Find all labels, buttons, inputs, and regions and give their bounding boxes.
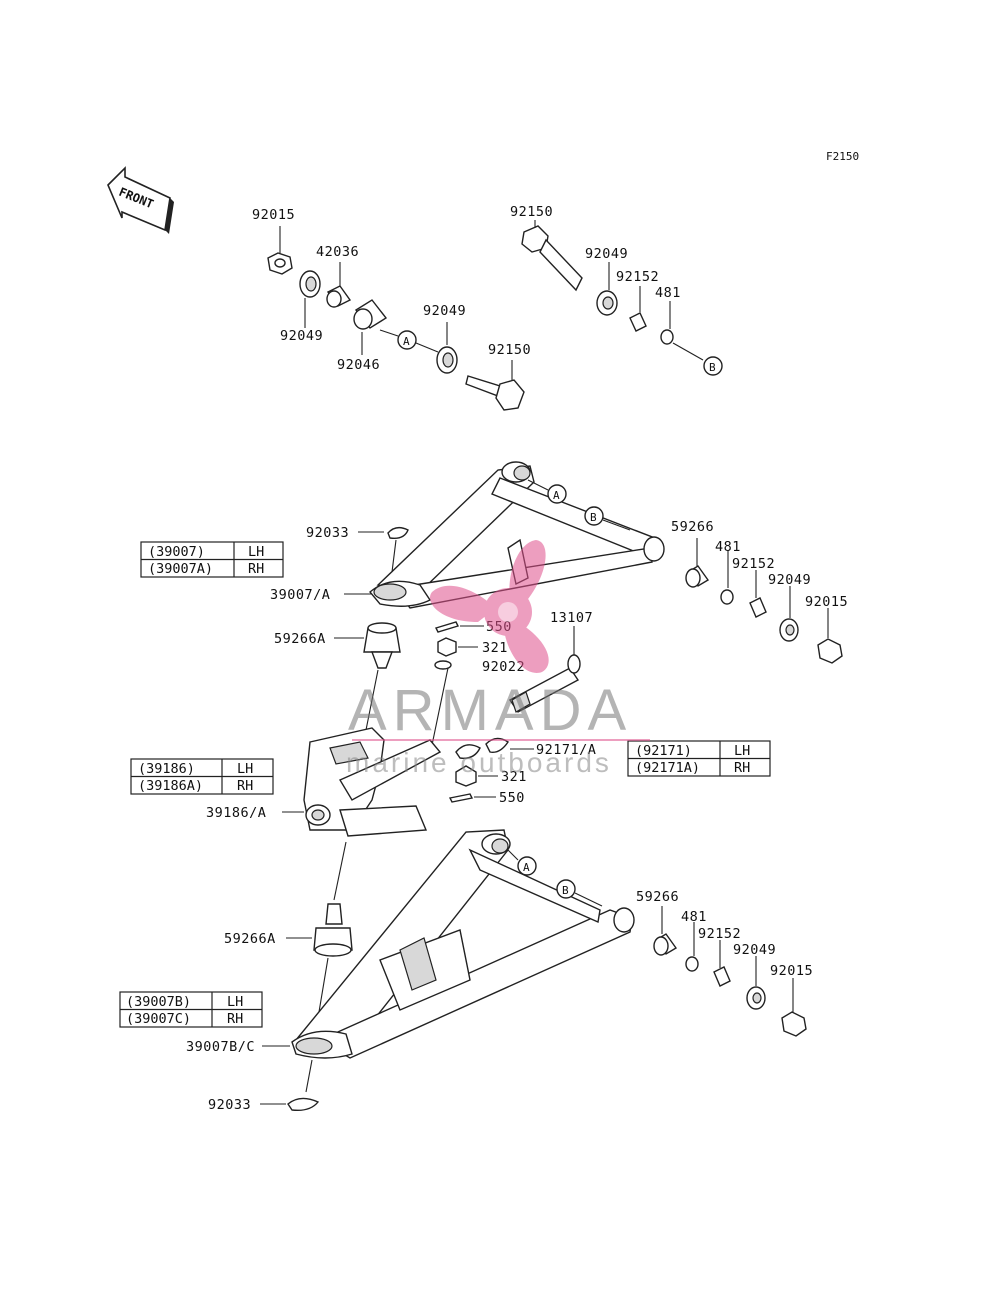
table-cell: RH — [237, 778, 253, 794]
label-92049-bot: 92049 — [733, 942, 776, 958]
upper-arm-hardware — [685, 565, 843, 664]
label-92049-b: 92049 — [423, 303, 466, 319]
label-92046: 92046 — [337, 357, 380, 373]
label-59266-bot: 59266 — [636, 889, 679, 905]
table-cell: LH — [248, 544, 264, 560]
steering-knuckle-39186 — [303, 727, 442, 837]
label-59266A-top: 59266A — [274, 631, 326, 647]
label-92033-bot: 92033 — [208, 1097, 251, 1113]
label-92049-mid: 92049 — [768, 572, 811, 588]
label-92150-a: 92150 — [488, 342, 531, 358]
table-cell: (39007B) — [126, 994, 191, 1010]
washer-92049-b — [436, 346, 458, 374]
table-cell: (39186) — [138, 761, 195, 777]
ref-marker-a — [397, 330, 417, 350]
label-321-bot: 321 — [501, 769, 527, 785]
label-59266-mid: 59266 — [671, 519, 714, 535]
ref-a3: A — [523, 861, 530, 874]
ref-b3: B — [562, 884, 569, 897]
label-39007A: 39007/A — [270, 587, 330, 603]
table-upper-arm: (39007) LH (39007A) RH — [140, 541, 284, 578]
nut-92015-top — [267, 252, 293, 275]
table-cell: LH — [237, 761, 253, 777]
label-92152-mid: 92152 — [732, 556, 775, 572]
label-92152-top: 92152 — [616, 269, 659, 285]
stud-13107 — [508, 654, 581, 713]
table-cell: (39007C) — [126, 1011, 191, 1027]
table-lower-arm: (39007B) LH (39007C) RH — [119, 991, 263, 1028]
ball-joint-59266A-bot — [313, 903, 353, 957]
table-cell: LH — [227, 994, 243, 1010]
label-59266A-bot: 59266A — [224, 931, 276, 947]
label-92015-bot: 92015 — [770, 963, 813, 979]
label-39186A: 39186/A — [206, 805, 266, 821]
label-92152-bot: 92152 — [698, 926, 741, 942]
boot-92171 — [455, 737, 509, 759]
table-boot: (92171) LH (92171A) RH — [627, 740, 771, 777]
label-92150-b: 92150 — [510, 204, 553, 220]
lower-a-arm — [291, 829, 635, 1059]
label-481-bot: 481 — [681, 909, 707, 925]
label-92015-top: 92015 — [252, 207, 295, 223]
front-arrow-icon: FRONT — [107, 166, 174, 234]
cotter-pin-550-bot — [448, 793, 474, 803]
table-cell: (92171A) — [635, 760, 700, 776]
lower-arm-hardware — [653, 933, 807, 1037]
label-550-bot: 550 — [499, 790, 525, 806]
table-cell: RH — [227, 1011, 243, 1027]
label-39007BC: 39007B/C — [186, 1039, 255, 1055]
label-13107: 13107 — [550, 610, 593, 626]
table-cell: (39007A) — [148, 561, 213, 577]
washer-92049-a — [299, 270, 321, 298]
collar-42036 — [326, 285, 352, 308]
collar-92152-top — [629, 312, 647, 332]
nut-321-bot — [455, 765, 477, 787]
label-92049-a: 92049 — [280, 328, 323, 344]
washer-92049-c — [596, 290, 618, 316]
bolt-92150-b — [521, 225, 583, 292]
ref-a2: A — [553, 489, 560, 502]
label-92015-mid: 92015 — [805, 594, 848, 610]
circlip-92033-bot — [287, 1097, 320, 1112]
watermark-tagline: marine outboards — [346, 747, 612, 778]
ref-marker-b — [584, 506, 604, 526]
bearing-92046 — [353, 299, 388, 330]
ref-marker-b — [556, 879, 576, 899]
ball-joint-59266A-top — [363, 622, 401, 669]
ref-a1: A — [403, 335, 410, 348]
figure-code: F2150 — [826, 150, 859, 163]
ref-marker-a — [547, 484, 567, 504]
ref-marker-b — [703, 356, 723, 376]
washer-92022 — [434, 660, 452, 670]
bolt-92150-a — [465, 375, 525, 411]
seal-481-top — [660, 329, 674, 345]
table-cell: LH — [734, 743, 750, 759]
watermark-brand: ARMADA — [348, 678, 632, 743]
table-cell: RH — [248, 561, 264, 577]
table-cell: (39007) — [148, 544, 205, 560]
cotter-pin-550-top — [435, 621, 459, 633]
label-481-mid: 481 — [715, 539, 741, 555]
label-481-top: 481 — [655, 285, 681, 301]
watermark: ARMADA marine outboards — [346, 540, 650, 778]
label-321-top: 321 — [482, 640, 508, 656]
table-cell: (39186A) — [138, 778, 203, 794]
label-92171A: 92171/A — [536, 742, 596, 758]
label-92033-top: 92033 — [306, 525, 349, 541]
table-cell: (92171) — [635, 743, 692, 759]
top-hardware-group: A — [267, 220, 723, 411]
table-cell: RH — [734, 760, 750, 776]
table-knuckle: (39186) LH (39186A) RH — [130, 758, 274, 795]
circlip-92033-top — [387, 526, 409, 540]
label-92049-c: 92049 — [585, 246, 628, 262]
ref-b2: B — [590, 511, 597, 524]
ref-marker-a — [517, 856, 537, 876]
ref-b1: B — [709, 361, 716, 374]
label-42036: 42036 — [316, 244, 359, 260]
nut-321-top — [437, 637, 457, 657]
label-92022: 92022 — [482, 659, 525, 675]
propeller-logo-icon — [429, 540, 549, 673]
